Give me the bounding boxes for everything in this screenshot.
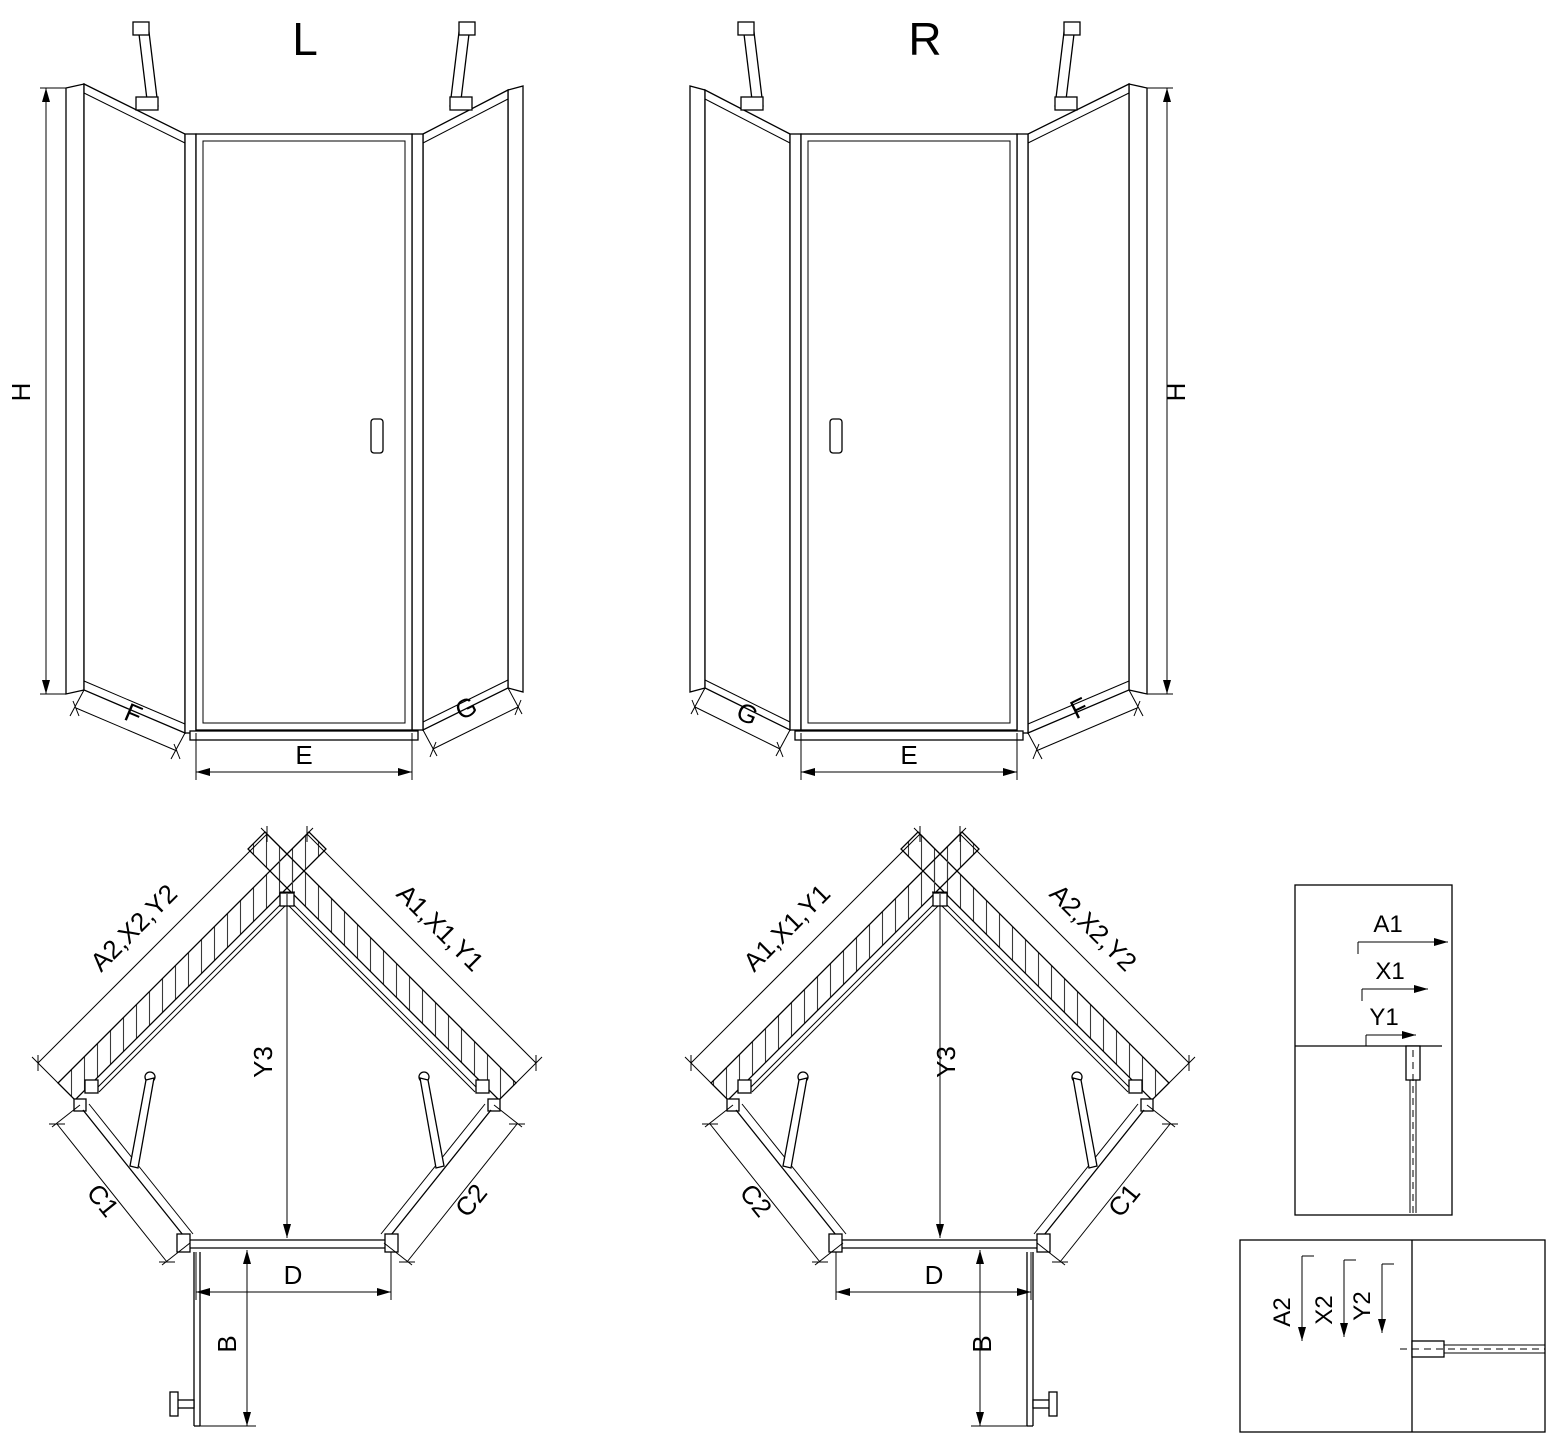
dim-label-wall-left-planL: A2,X2,Y2: [84, 878, 183, 977]
dim-label-wall-right-planL: A1,X1,Y1: [391, 878, 490, 977]
dim-label-wall-left-planR: A1,X1,Y1: [737, 878, 836, 977]
plan-right-geometry: [685, 826, 1195, 1426]
view-title-left: L: [292, 13, 318, 65]
detail-view-bottom: A2 X2 Y2: [1239, 1239, 1546, 1433]
dim-label-d-planL: D: [284, 1260, 303, 1290]
dim-label-e-right: E: [900, 740, 917, 770]
elevation-right-view: R H G E F: [690, 13, 1191, 780]
dim-label-c1-planL: C1: [81, 1178, 125, 1223]
elevation-left-geometry: [40, 22, 523, 780]
dim-label-height-left: H: [6, 383, 36, 402]
view-title-right: R: [908, 13, 941, 65]
elevation-left-view: L H F E G: [6, 13, 523, 780]
detail-view-top: A1 X1 Y1: [1294, 884, 1453, 1216]
detail-bottom-frame: [1239, 1239, 1546, 1433]
elevation-right-geometry: [690, 22, 1173, 780]
detail-top-dimensions: [1357, 938, 1448, 1046]
plan-left-geometry: [32, 826, 542, 1426]
dim-label-y2-detail: Y2: [1349, 1291, 1376, 1320]
dim-label-a1-detail: A1: [1373, 911, 1402, 938]
dim-label-b-planR: B: [967, 1335, 997, 1352]
dim-label-d-planR: D: [925, 1260, 944, 1290]
dim-label-c2-planR: C2: [734, 1178, 778, 1223]
dim-label-y3-planR: Y3: [931, 1046, 961, 1078]
dim-label-x1-detail: X1: [1375, 958, 1404, 985]
dim-label-x2-detail: X2: [1311, 1295, 1338, 1324]
dim-label-y1-detail: Y1: [1369, 1004, 1398, 1031]
dim-label-a2-detail: A2: [1269, 1297, 1296, 1326]
dim-label-b-planL: B: [212, 1335, 242, 1352]
detail-top-frame: [1294, 884, 1453, 1216]
plan-left-view: A2,X2,Y2 A1,X1,Y1 Y3 C1 C2 D B: [32, 826, 542, 1426]
plan-right-view: A1,X1,Y1 A2,X2,Y2 Y3 C2 C1 D B: [685, 826, 1195, 1426]
dim-label-wall-right-planR: A2,X2,Y2: [1044, 878, 1143, 977]
dim-label-y3-planL: Y3: [248, 1046, 278, 1078]
detail-bottom-dimensions: [1298, 1255, 1394, 1341]
dim-label-c2-planL: C2: [449, 1178, 493, 1223]
dim-label-e-left: E: [295, 740, 312, 770]
dim-label-c1-planR: C1: [1102, 1178, 1146, 1223]
dim-label-height-right: H: [1161, 383, 1191, 402]
